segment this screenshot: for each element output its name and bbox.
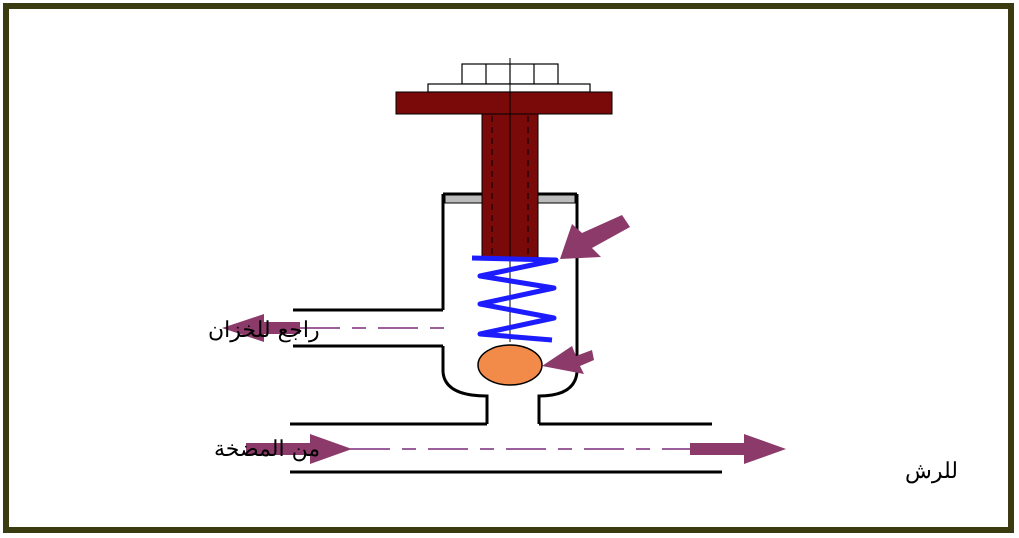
return-pipe — [293, 308, 443, 348]
bolt-head — [395, 91, 613, 115]
ball-pointer-arrow — [542, 346, 594, 374]
outlet-flow-arrow — [690, 434, 786, 464]
valve-ball — [477, 344, 543, 386]
outer-frame — [3, 3, 1014, 533]
supply-pipe — [290, 422, 722, 474]
label-from-pump: من المضخة — [214, 437, 320, 462]
return-flow-arrow — [222, 314, 300, 342]
label-to-sprayer: للرش — [905, 459, 958, 484]
spring-pointer-arrow — [560, 215, 630, 259]
adjusting-nut — [427, 63, 591, 93]
spring — [471, 255, 559, 343]
label-return-to-tank: راجع للخزان — [208, 318, 320, 343]
inlet-flow-arrow — [246, 434, 352, 464]
